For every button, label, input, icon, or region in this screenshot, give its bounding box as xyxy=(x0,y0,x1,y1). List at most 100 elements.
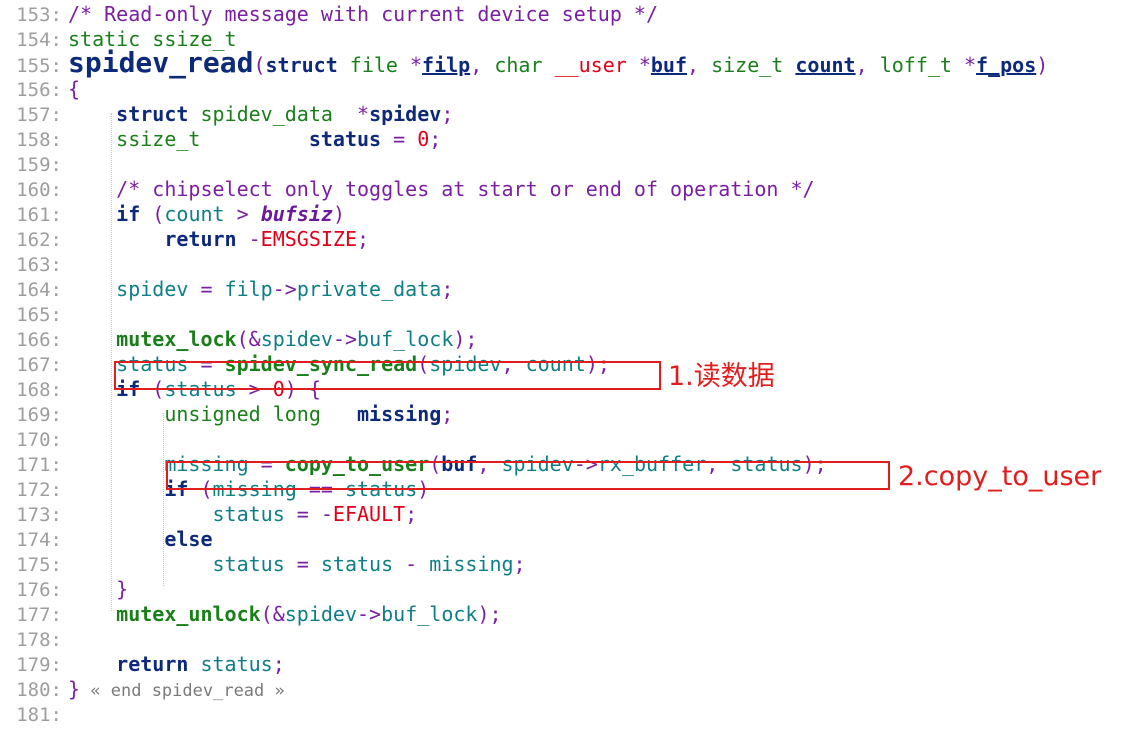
code-token: struct xyxy=(116,102,201,126)
code-text: /* Read-only message with current device… xyxy=(68,2,658,26)
code-token: * xyxy=(357,102,370,126)
code-text: static ssize_t xyxy=(68,27,237,51)
code-token: buf xyxy=(650,53,687,77)
line-number: 165: xyxy=(16,304,62,326)
code-line: 164: spidev = filp->private_data; xyxy=(0,277,453,302)
code-token: = xyxy=(188,277,225,301)
code-token: -> xyxy=(332,327,358,351)
code-token xyxy=(68,402,164,426)
code-token: ); xyxy=(802,452,827,476)
code-token: -> xyxy=(573,452,598,476)
code-token: > xyxy=(224,202,261,226)
code-token: status xyxy=(730,452,803,476)
code-token: mutex_lock xyxy=(116,327,237,351)
code-token: return xyxy=(116,652,189,676)
code-token: filp xyxy=(422,53,471,77)
code-line: 178: xyxy=(0,627,68,652)
code-line: 161: if (count > bufsiz) xyxy=(0,202,345,227)
code-token xyxy=(188,652,200,676)
code-token xyxy=(68,452,164,476)
code-token: spidev xyxy=(429,352,502,376)
code-line: 154:static ssize_t xyxy=(0,27,237,52)
code-token: rx_buffer xyxy=(597,452,707,476)
code-token: f_pos xyxy=(976,53,1037,77)
code-token: else xyxy=(164,527,213,551)
code-line: 159: xyxy=(0,152,68,177)
line-number: 161: xyxy=(16,204,62,226)
code-token: -> xyxy=(272,277,297,301)
code-token: * xyxy=(410,53,423,77)
code-line: 181: xyxy=(0,702,68,727)
code-token: missing xyxy=(429,552,514,576)
code-token: count xyxy=(795,53,856,77)
code-token: ; xyxy=(513,552,526,576)
code-text: spidev_read(struct file *filp, char __us… xyxy=(68,49,1048,78)
code-token: status xyxy=(212,502,285,526)
code-token: , xyxy=(687,53,712,77)
code-text: status = status - missing; xyxy=(68,552,526,576)
code-token: EMSGSIZE xyxy=(260,227,357,251)
code-line: 176: } xyxy=(0,577,128,602)
line-number: 153: xyxy=(16,4,62,26)
code-line: 167: status = spidev_sync_read(spidev, c… xyxy=(0,352,610,377)
code-token: ; xyxy=(272,652,285,676)
code-token: , xyxy=(477,452,502,476)
code-token: buf_lock xyxy=(381,602,478,626)
annotation-label-read: 1.读数据 xyxy=(668,361,775,392)
code-token: buf_lock xyxy=(357,327,454,351)
code-line: 166: mutex_lock(&spidev->buf_lock); xyxy=(0,327,477,352)
code-line: 155: spidev_read(struct file *filp, char … xyxy=(0,49,1048,78)
code-token: } xyxy=(116,577,129,601)
code-token: ; xyxy=(357,227,370,251)
code-text: return -EMSGSIZE; xyxy=(68,227,369,251)
line-number: 172: xyxy=(16,479,62,501)
line-number: 181: xyxy=(16,704,62,726)
code-token xyxy=(68,577,116,601)
code-token xyxy=(68,177,116,201)
line-number: 160: xyxy=(16,179,62,201)
code-token: - xyxy=(393,552,430,576)
code-token: = xyxy=(381,127,418,151)
code-token xyxy=(68,652,116,676)
code-token: spidev_read xyxy=(68,46,254,79)
code-token xyxy=(68,527,164,551)
code-text: if (count > bufsiz) xyxy=(68,202,345,226)
code-line: 165: xyxy=(0,302,68,327)
code-token: buf xyxy=(441,452,478,476)
code-token: spidev_data xyxy=(200,102,358,126)
code-text: struct spidev_data *spidev; xyxy=(68,102,453,126)
code-token: ssize_t xyxy=(116,127,309,151)
code-token: ; xyxy=(441,402,454,426)
line-number: 155: xyxy=(16,55,62,77)
code-token: , xyxy=(501,352,526,376)
code-token: ( xyxy=(140,202,165,226)
line-number: 178: xyxy=(16,629,62,651)
code-text: return status; xyxy=(68,652,285,676)
code-token: , xyxy=(470,53,495,77)
code-token: EFAULT xyxy=(332,502,406,526)
code-token: spidev xyxy=(284,602,358,626)
code-token: (& xyxy=(260,602,285,626)
code-line: 180:} « end spidev_read » xyxy=(0,677,285,702)
code-token xyxy=(68,277,116,301)
line-number: 180: xyxy=(16,679,62,701)
code-token: * xyxy=(964,53,977,77)
code-line: 172: if (missing == status) xyxy=(0,477,429,502)
code-token: private_data xyxy=(296,277,442,301)
line-number: 159: xyxy=(16,154,62,176)
line-number: 169: xyxy=(16,404,62,426)
code-token: -> xyxy=(357,602,382,626)
code-line: 171: missing = copy_to_user(buf, spidev-… xyxy=(0,452,827,477)
code-token: = - xyxy=(284,502,333,526)
code-token: unsigned long xyxy=(164,402,357,426)
line-number: 176: xyxy=(16,579,62,601)
code-text: /* chipselect only toggles at start or e… xyxy=(68,177,814,201)
code-token: ; xyxy=(441,102,454,126)
code-token: ); xyxy=(477,602,502,626)
code-token: status xyxy=(212,552,285,576)
line-number: 162: xyxy=(16,229,62,251)
code-line: 177: mutex_unlock(&spidev->buf_lock); xyxy=(0,602,502,627)
code-token: spidev_sync_read xyxy=(224,352,418,376)
code-token: copy_to_user xyxy=(284,452,430,476)
